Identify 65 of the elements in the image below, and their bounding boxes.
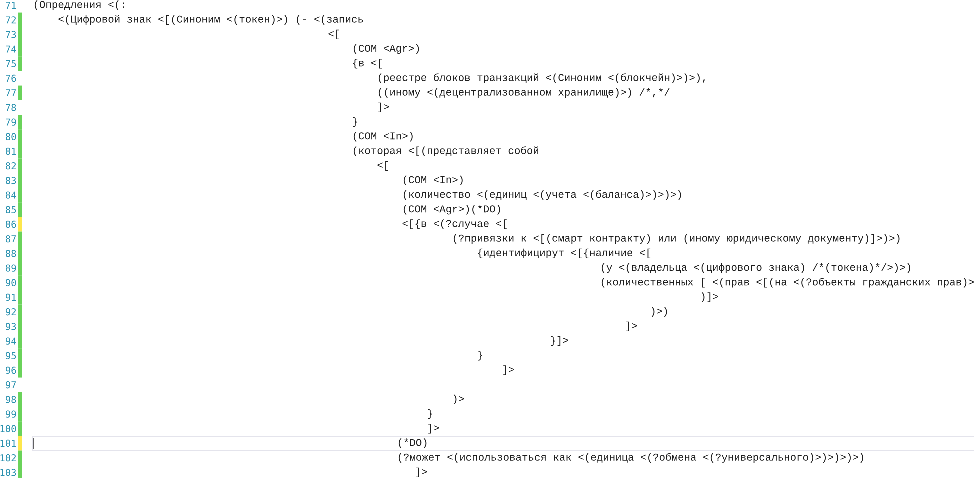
code-line: )]>	[702, 292, 718, 302]
line-number: 91	[6, 294, 16, 302]
code-line: (количественных [ <(прав <[(на <(?объекты гражданских прав)>	[602, 278, 974, 288]
code-line: (количество <(единиц <(учета <(баланса)>)>)>)	[404, 190, 682, 200]
code-line: {в <[	[353, 59, 382, 69]
line-number: 72	[6, 16, 16, 24]
line-number: 76	[6, 74, 16, 82]
code-line: <[	[328, 30, 340, 40]
code-line: ]>	[416, 468, 428, 478]
line-number: 85	[6, 206, 16, 214]
line-number: 77	[6, 90, 16, 97]
line-number: 98	[6, 396, 16, 404]
line-number: 75	[6, 60, 16, 68]
line-number: 83	[6, 177, 16, 184]
code-line: )>)	[652, 307, 668, 317]
line-number: 92	[6, 308, 16, 316]
line-number: 103	[0, 469, 16, 476]
code-line: (которая <[(представляет собой	[354, 146, 538, 156]
line-number: 90	[6, 279, 16, 286]
code-line: }	[478, 351, 482, 361]
code-line: ((иному <(децентрализованном хранилище)>) /*,*/	[378, 88, 670, 98]
code-line: (реестре блоков транзакций <(Синоним <(блокчейн)>)>),	[378, 74, 706, 84]
line-number: 96	[6, 366, 16, 374]
line-number: 78	[6, 104, 16, 112]
code-line: <[{в <(?случае <[	[402, 220, 507, 230]
line-number: 79	[6, 118, 16, 126]
code-line: (?привязки к <[(смарт контракту) или (иному юридическому документу)]>)>)	[454, 234, 900, 244]
code-line: ]>	[504, 366, 514, 376]
code-line: <[	[378, 161, 388, 171]
line-number: 86	[6, 220, 16, 228]
line-number: 100	[0, 425, 16, 432]
line-number: 94	[6, 338, 16, 345]
code-line: (*DO)	[398, 438, 427, 448]
line-number: 81	[6, 148, 16, 156]
line-number: 95	[6, 352, 16, 360]
code-line: ]>	[428, 424, 440, 434]
code-line: (у <(владельца <(цифрового знака) /*(токена)*/>)>)	[602, 263, 910, 274]
line-number: 93	[6, 323, 16, 330]
line-number: 101	[0, 440, 16, 448]
code-line: (COM <Agr>)(*DO)	[404, 205, 500, 215]
code-line: }	[353, 117, 358, 128]
code-line: {идентифицирут <[{наличие <[	[478, 248, 651, 259]
line-number: 97	[6, 382, 16, 389]
code-line: (COM <In>)	[404, 176, 463, 186]
code-line: <(Цифровой знак <[(Синоним <(токен)>) (- <(запись	[58, 15, 364, 25]
line-number: 87	[6, 236, 16, 243]
line-number: 82	[6, 162, 16, 170]
line-number: 99	[6, 410, 16, 418]
line-number: 73	[6, 31, 16, 38]
code-line: }	[428, 409, 432, 420]
code-line: (COM <In>)	[354, 132, 413, 142]
code-line: ]>	[378, 102, 390, 113]
code-line: (Опредления <(:	[34, 0, 124, 10]
code-line: )>	[454, 394, 464, 405]
line-number: 84	[6, 192, 16, 199]
line-number: 74	[6, 46, 16, 53]
line-number: 80	[6, 133, 16, 140]
code-line: ]>	[626, 322, 638, 332]
line-number: 88	[6, 250, 16, 258]
line-number: 102	[0, 454, 16, 462]
line-number: 71	[6, 2, 16, 9]
code-line: (COM <Agr>)	[354, 44, 420, 54]
line-number: 89	[6, 264, 16, 272]
code-line: }]>	[551, 336, 568, 346]
code-line: (?может <(использоваться как <(единица <(?обмена <(?универсального)>)>)>)>)	[398, 453, 864, 463]
